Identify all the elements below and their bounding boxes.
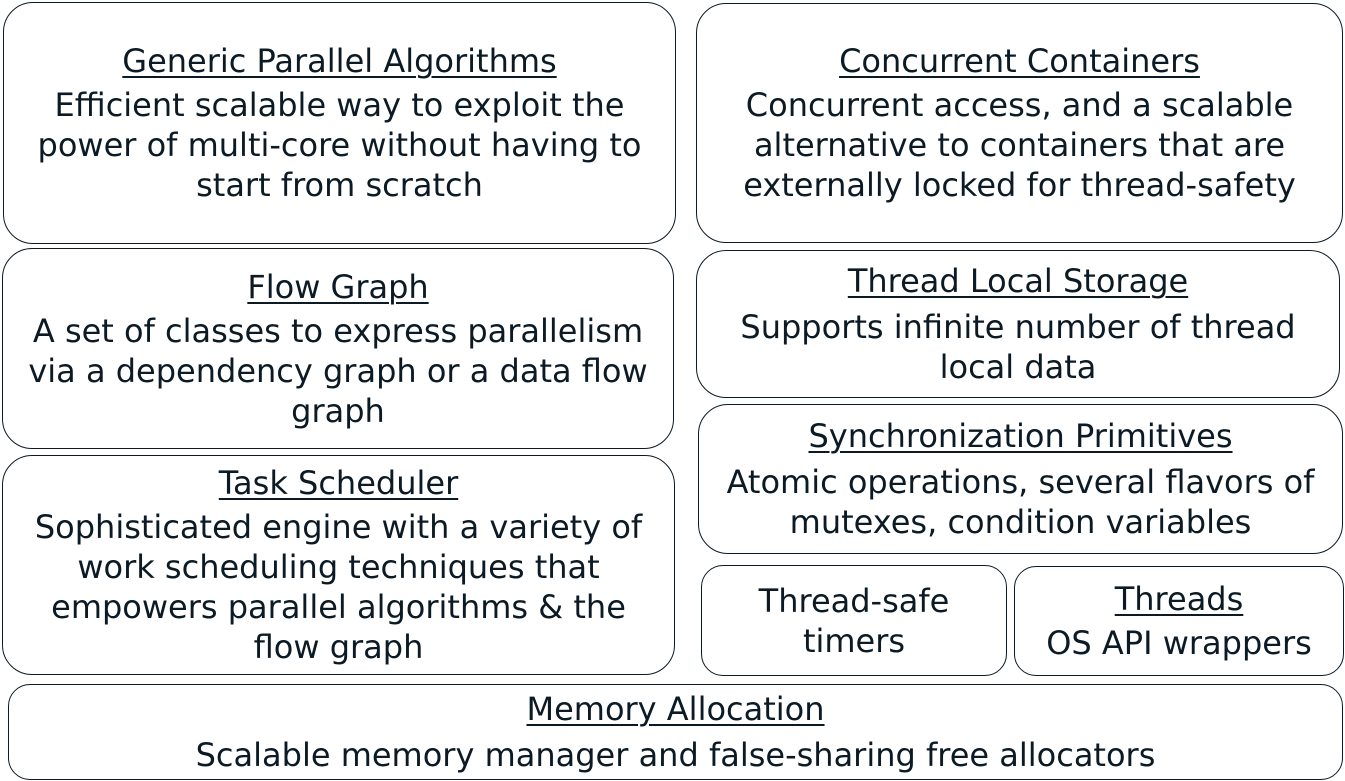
block-title: Threads [1114,580,1244,618]
block-description: Efficient scalable way to exploit the po… [37,86,642,204]
memory-allocation-block: Memory Allocation Scalable memory manage… [8,684,1343,780]
threads-block: Threads OS API wrappers [1014,566,1344,676]
block-description: Concurrent access, and a scalable altern… [743,86,1296,204]
block-description: Supports infinite number of thread local… [740,308,1296,386]
block-title: Generic Parallel Algorithms [122,42,557,80]
block-title: Thread Local Storage [847,262,1189,300]
task-scheduler-block: Task Scheduler Sophisticated engine with… [2,455,675,675]
block-description: Atomic operations, several flavors of mu… [726,463,1315,541]
flow-graph-block: Flow Graph A set of classes to express p… [2,248,674,449]
block-title: Concurrent Containers [839,42,1200,80]
block-title: Memory Allocation [526,690,825,728]
concurrent-containers-block: Concurrent Containers Concurrent access,… [696,3,1343,243]
block-description: OS API wrappers [1046,624,1312,662]
generic-parallel-algorithms-block: Generic Parallel Algorithms Efficient sc… [3,2,676,244]
block-description: Scalable memory manager and false-sharin… [195,736,1156,774]
thread-local-storage-block: Thread Local Storage Supports infinite n… [696,250,1340,398]
thread-safe-timers-block: Thread-safe timers [701,565,1007,676]
block-title: Flow Graph [247,267,429,306]
block-title: Synchronization Primitives [808,417,1233,455]
synchronization-primitives-block: Synchronization Primitives Atomic operat… [698,404,1343,554]
block-description: Sophisticated engine with a variety of w… [34,508,643,666]
block-description: A set of classes to express parallelism … [28,311,648,430]
block-title: Task Scheduler [218,464,459,502]
block-description: Thread-safe timers [758,581,950,660]
